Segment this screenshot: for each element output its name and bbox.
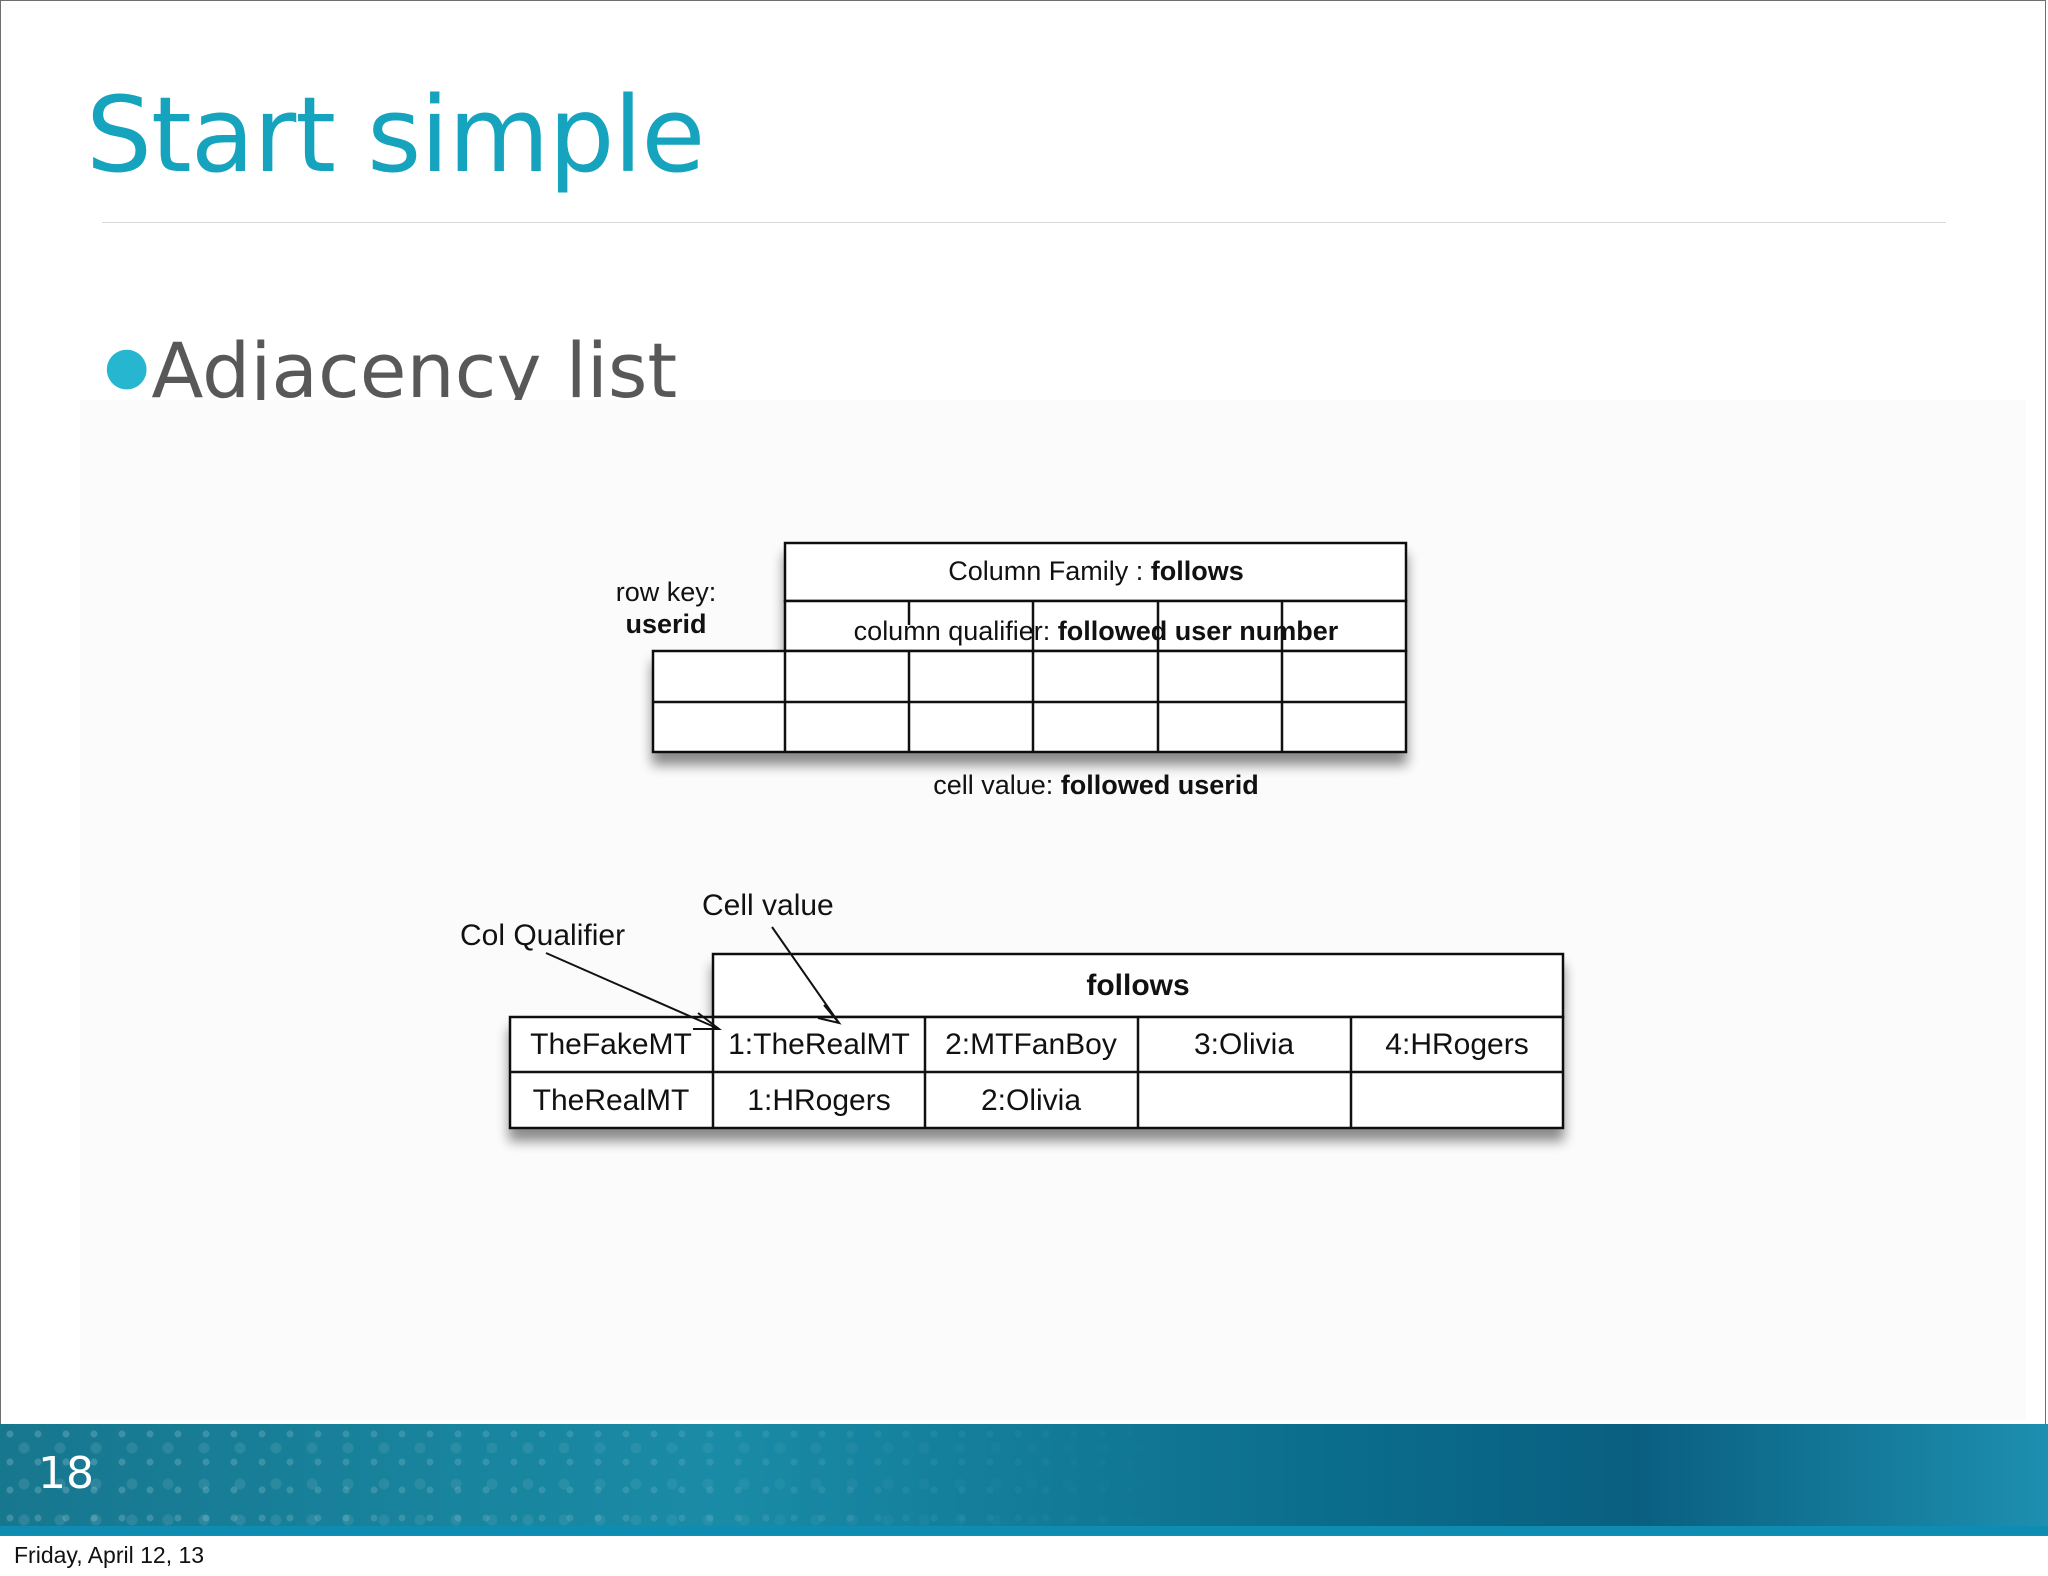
example-table (508, 952, 1565, 1130)
row-key-cell: TheRealMT (533, 1084, 690, 1117)
cell-value-label: cell value: (933, 770, 1061, 800)
table-cell: 4:HRogers (1385, 1028, 1528, 1061)
col-qualifier-arrow (545, 952, 720, 1030)
column-family-label: Column Family : (948, 556, 1151, 586)
table-cell: 1:TheRealMT (728, 1028, 910, 1061)
schema-table (651, 541, 1408, 754)
cell-value-annotation: Cell value (702, 889, 834, 922)
slide-title: Start simple (86, 74, 705, 196)
table-cell: 3:Olivia (1194, 1028, 1294, 1061)
cell-value-arrow (771, 926, 840, 1024)
footer-strip (0, 1526, 2048, 1535)
table-cell: 1:HRogers (747, 1084, 890, 1117)
table-cell: 2:MTFanBoy (945, 1028, 1117, 1061)
diagram-canvas: Column Family : follows row key: userid … (460, 541, 1565, 1130)
column-family-caption: Column Family : follows (948, 556, 1244, 586)
col-qualifier-annotation: Col Qualifier (460, 919, 625, 952)
row-key-cell: TheFakeMT (530, 1028, 692, 1061)
cell-value-name: followed userid (1061, 770, 1259, 800)
cell-value-arrowhead-icon (817, 1004, 842, 1025)
footer-pattern (0, 1424, 1200, 1526)
slide-frame (0, 0, 2046, 1535)
qualifier-name: followed user number (1058, 616, 1339, 646)
example-family-header (711, 952, 1565, 1019)
annotation-arrows (545, 926, 842, 1030)
column-family-name: follows (1151, 556, 1244, 586)
page-number: 18 (38, 1448, 94, 1499)
example-family-name: follows (1086, 969, 1189, 1002)
row-key-name: userid (625, 609, 706, 639)
date-divider (0, 1535, 2048, 1536)
table-cell: 2:Olivia (981, 1084, 1081, 1117)
qualifier-label: column qualifier: (854, 616, 1058, 646)
row-key-label: row key: (616, 577, 717, 607)
date-caption: Friday, April 12, 13 (14, 1542, 205, 1568)
cell-value-caption: cell value: followed userid (933, 770, 1259, 800)
qualifier-caption: column qualifier: followed user number (854, 616, 1339, 646)
bullet-dot-icon: ● (104, 336, 150, 396)
footer-bar (0, 1424, 2048, 1526)
title-divider (102, 222, 1946, 223)
col-qualifier-arrowhead-icon (693, 1012, 722, 1030)
